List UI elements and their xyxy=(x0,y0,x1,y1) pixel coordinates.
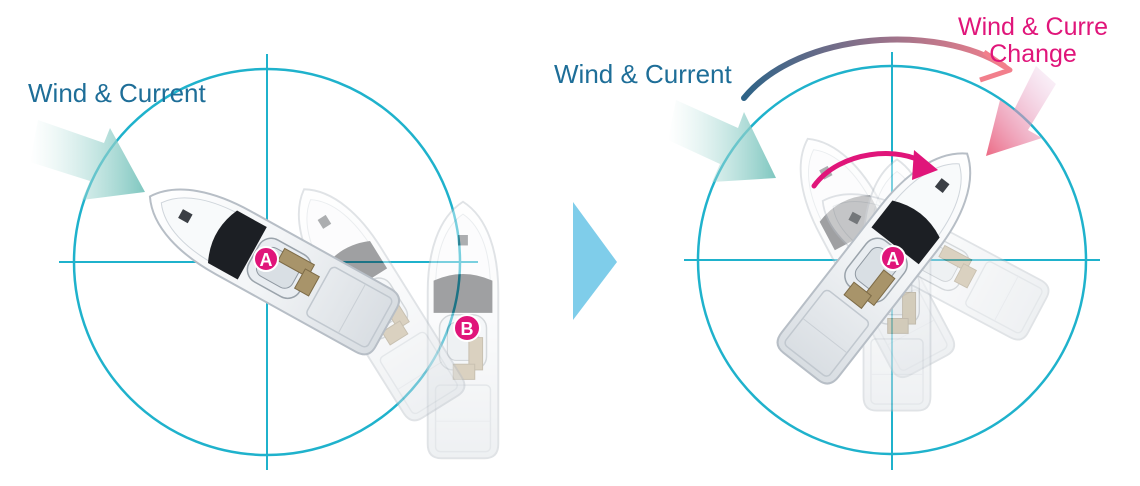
marker-a: A xyxy=(253,246,279,272)
changed-wind-arrow xyxy=(986,66,1056,156)
marker-a-label: A xyxy=(887,249,900,269)
marker-b: B xyxy=(453,314,481,342)
swing-arc-head xyxy=(912,150,938,180)
right-panel: A xyxy=(668,36,1100,470)
wind-current-label: Wind & Current xyxy=(28,78,206,108)
change-label-line2: Change xyxy=(989,40,1077,68)
marker-a: A xyxy=(880,245,906,271)
change-label-line1: Wind & Curre xyxy=(958,13,1109,41)
wind-shift-arc-head xyxy=(979,49,1013,83)
wind-current-change-label: Wind & Curre Change xyxy=(958,14,1108,68)
marker-a-label: A xyxy=(260,250,273,270)
wind-shift-arc-arrow xyxy=(741,36,1007,101)
wind-current-label: Wind & Current xyxy=(554,59,732,89)
wind-current-arrow xyxy=(30,120,145,200)
left-panel: A B xyxy=(30,54,498,470)
marker-b-label: B xyxy=(461,319,474,339)
next-step-arrow xyxy=(573,202,617,320)
wind-current-arrow xyxy=(668,100,776,182)
